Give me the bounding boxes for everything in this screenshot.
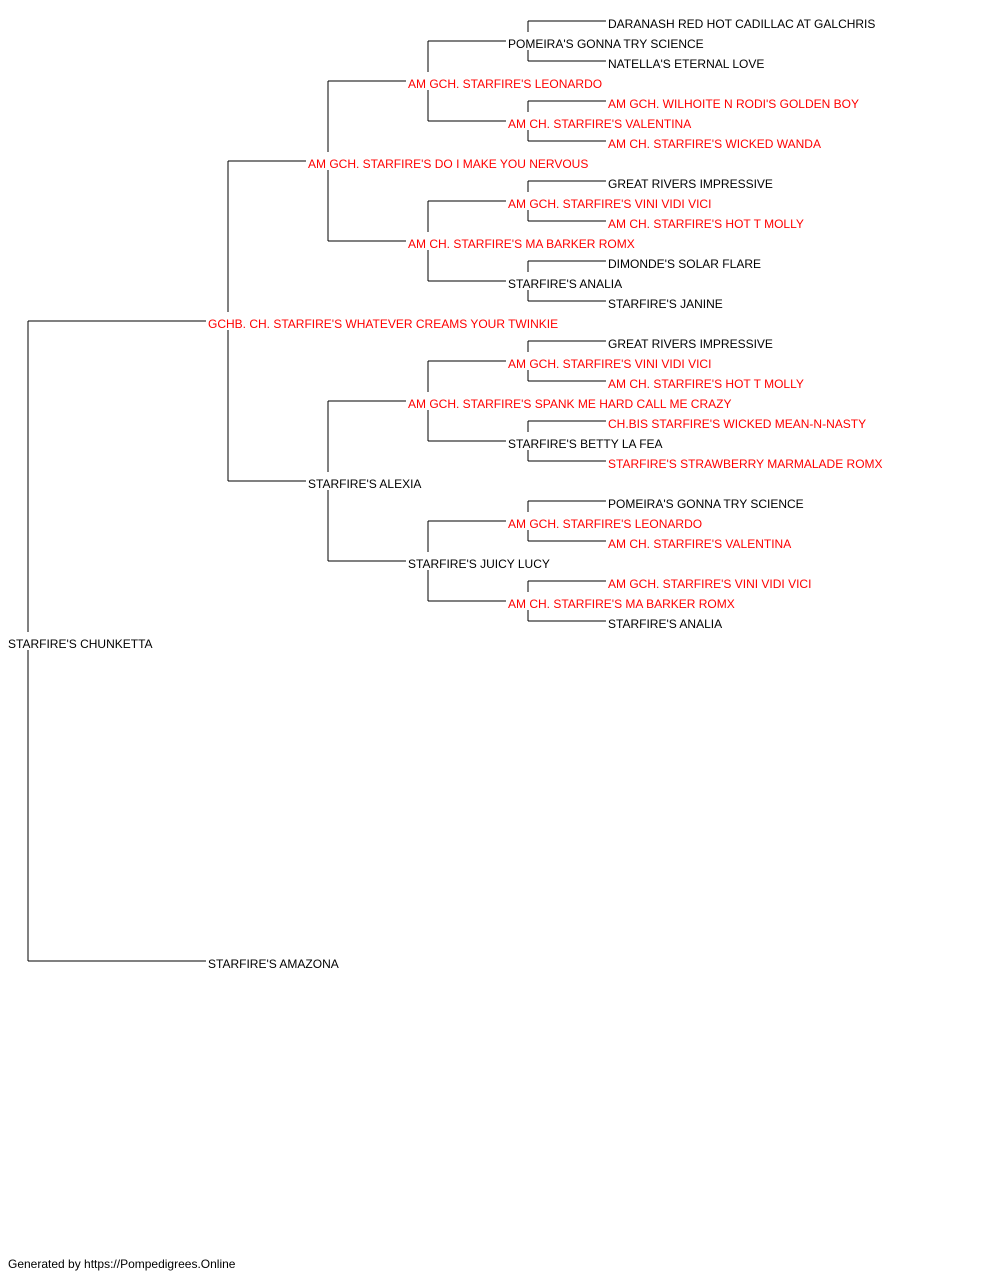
pedigree-name-pedigree.sire.dam.sire.sire.sire: GREAT RIVERS IMPRESSIVE bbox=[608, 337, 773, 351]
pedigree-name-pedigree.sire.sire.dam.dam.dam: STARFIRE'S JANINE bbox=[608, 297, 723, 311]
pedigree-name-pedigree.sire.dam.dam: STARFIRE'S JUICY LUCY bbox=[408, 557, 550, 571]
pedigree-name-pedigree.sire.dam.dam.sire.dam: AM CH. STARFIRE'S VALENTINA bbox=[608, 537, 791, 551]
pedigree-name-pedigree.sire.sire.sire: AM GCH. STARFIRE'S LEONARDO bbox=[408, 77, 602, 91]
pedigree-name-pedigree.sire.dam.sire: AM GCH. STARFIRE'S SPANK ME HARD CALL ME… bbox=[408, 397, 731, 411]
pedigree-name-pedigree.sire.sire.sire.dam.dam: AM CH. STARFIRE'S WICKED WANDA bbox=[608, 137, 821, 151]
pedigree-name-pedigree.sire.dam.dam.dam.dam: STARFIRE'S ANALIA bbox=[608, 617, 722, 631]
pedigree-name-pedigree.sire.sire: AM GCH. STARFIRE'S DO I MAKE YOU NERVOUS bbox=[308, 157, 588, 171]
pedigree-name-pedigree.sire.sire.sire.sire.dam: NATELLA'S ETERNAL LOVE bbox=[608, 57, 764, 71]
pedigree-name-pedigree.sire.sire.dam: AM CH. STARFIRE'S MA BARKER ROMX bbox=[408, 237, 635, 251]
pedigree-name-pedigree.sire.dam.dam.dam: AM CH. STARFIRE'S MA BARKER ROMX bbox=[508, 597, 735, 611]
pedigree-name-pedigree.sire.sire.dam.sire: AM GCH. STARFIRE'S VINI VIDI VICI bbox=[508, 197, 711, 211]
pedigree-name-pedigree.sire.sire.dam.sire.sire: GREAT RIVERS IMPRESSIVE bbox=[608, 177, 773, 191]
pedigree-name-pedigree.sire.dam.sire.sire.dam: AM CH. STARFIRE'S HOT T MOLLY bbox=[608, 377, 804, 391]
pedigree-name-pedigree.sire: GCHB. CH. STARFIRE'S WHATEVER CREAMS YOU… bbox=[208, 317, 558, 331]
pedigree-name-pedigree.sire.dam.sire.dam.dam: STARFIRE'S STRAWBERRY MARMALADE ROMX bbox=[608, 457, 883, 471]
pedigree-name-pedigree.sire.dam.dam.dam.sire: AM GCH. STARFIRE'S VINI VIDI VICI bbox=[608, 577, 811, 591]
pedigree-name-pedigree.sire.dam.dam.sire: AM GCH. STARFIRE'S LEONARDO bbox=[508, 517, 702, 531]
pedigree-name-pedigree.sire.sire.dam.sire.dam: AM CH. STARFIRE'S HOT T MOLLY bbox=[608, 217, 804, 231]
pedigree-name-pedigree.sire.sire.dam.dam: STARFIRE'S ANALIA bbox=[508, 277, 622, 291]
pedigree-name-pedigree.sire.sire.sire.sire.sire: DARANASH RED HOT CADILLAC AT GALCHRIS bbox=[608, 17, 875, 31]
pedigree-name-pedigree.sire.dam.sire.dam: STARFIRE'S BETTY LA FEA bbox=[508, 437, 663, 451]
pedigree-name-pedigree.dam: STARFIRE'S AMAZONA bbox=[208, 957, 339, 971]
pedigree-name-pedigree.sire.dam.sire.dam.sire: CH.BIS STARFIRE'S WICKED MEAN-N-NASTY bbox=[608, 417, 866, 431]
pedigree-name-pedigree.sire.sire.sire.dam: AM CH. STARFIRE'S VALENTINA bbox=[508, 117, 691, 131]
pedigree-name-pedigree.sire.dam: STARFIRE'S ALEXIA bbox=[308, 477, 421, 491]
pedigree-tree: STARFIRE'S CHUNKETTA GCHB. CH. STARFIRE'S… bbox=[8, 17, 883, 971]
pedigree-name-pedigree.sire.dam.sire.sire: AM GCH. STARFIRE'S VINI VIDI VICI bbox=[508, 357, 711, 371]
pedigree-name-pedigree.sire.dam.dam.sire.sire: POMEIRA'S GONNA TRY SCIENCE bbox=[608, 497, 804, 511]
pedigree-name-pedigree.sire.sire.sire.sire: POMEIRA'S GONNA TRY SCIENCE bbox=[508, 37, 704, 51]
pedigree-name-pedigree: STARFIRE'S CHUNKETTA bbox=[8, 637, 153, 651]
pedigree-name-pedigree.sire.sire.sire.dam.sire: AM GCH. WILHOITE N RODI'S GOLDEN BOY bbox=[608, 97, 859, 111]
footer-credit: Generated by https://Pompedigrees.Online bbox=[8, 1257, 236, 1271]
pedigree-name-pedigree.sire.sire.dam.dam.sire: DIMONDE'S SOLAR FLARE bbox=[608, 257, 761, 271]
